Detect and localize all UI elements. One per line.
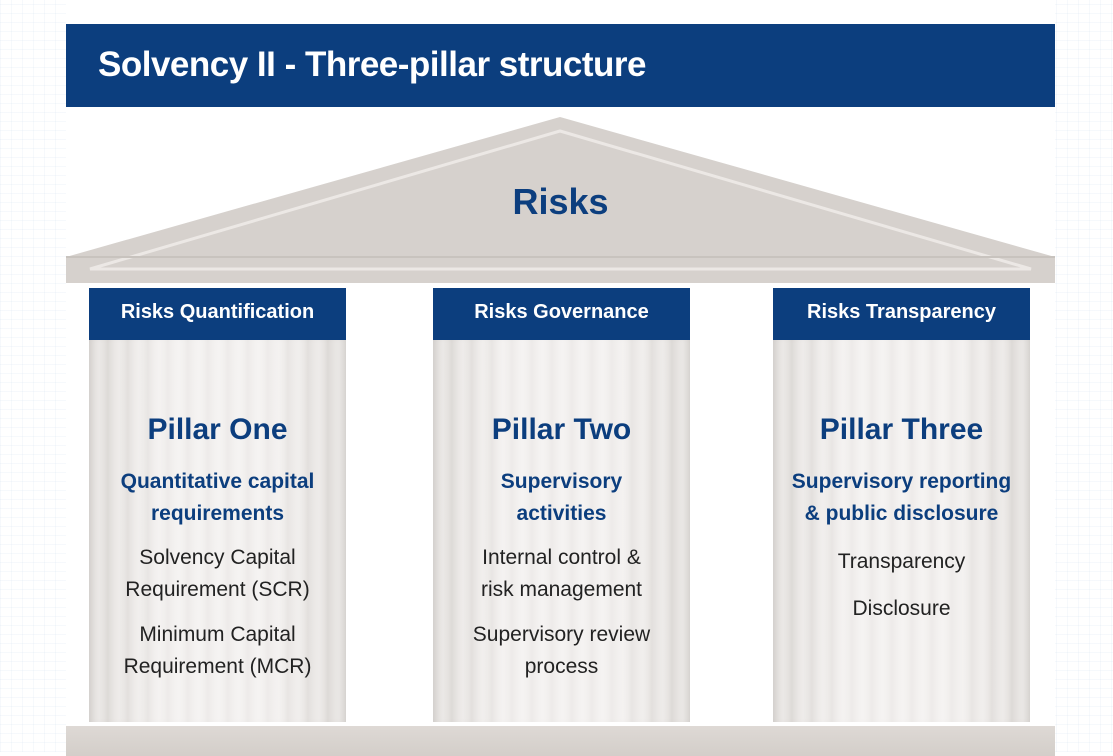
pillar-item-line: Requirement (MCR): [123, 655, 312, 678]
pillar-item-line: Solvency Capital: [139, 546, 296, 569]
pillar-one: Risks Quantification Pillar One Quantita…: [89, 288, 346, 722]
pillar-items: Internal control & risk management Super…: [433, 542, 690, 696]
pillar-three: Risks Transparency Pillar Three Supervis…: [773, 288, 1030, 722]
pillar-title: Pillar Three: [819, 413, 984, 446]
pillar-two: Risks Governance Pillar Two Supervisory …: [433, 288, 690, 722]
pillar-item: Minimum Capital Requirement (MCR): [89, 619, 346, 683]
pillar-item: Supervisory review process: [433, 619, 690, 683]
pillar-item-line: Disclosure: [852, 597, 951, 620]
pillar-item-line: risk management: [480, 578, 643, 601]
roof-inner-outline: [89, 129, 1032, 271]
pillar-header: Risks Transparency: [773, 288, 1030, 340]
title-bar: Solvency II - Three-pillar structure: [66, 24, 1055, 107]
pillar-shaft: Pillar Two Supervisory activities Intern…: [433, 340, 690, 722]
roof-pediment: [66, 117, 1055, 283]
pillar-subtitle: Supervisory activities: [433, 466, 690, 530]
pillar-header: Risks Governance: [433, 288, 690, 340]
pillar-shaft-shade: [89, 340, 346, 722]
pillar-subtitle-line: activities: [516, 502, 607, 525]
pillar-subtitle-line: requirements: [150, 502, 285, 525]
pillar-item: Internal control & risk management: [433, 542, 690, 606]
pillar-items: Solvency Capital Requirement (SCR) Minim…: [89, 542, 346, 696]
pillar-subtitle-line: & public disclosure: [804, 502, 999, 525]
pillar-shaft-shade: [773, 340, 1030, 722]
pillar-item-line: Requirement (SCR): [125, 578, 310, 601]
pillar-item: Solvency Capital Requirement (SCR): [89, 542, 346, 606]
page-title: Solvency II - Three-pillar structure: [98, 45, 647, 84]
temple-base: [66, 726, 1055, 756]
pillar-item: Disclosure: [773, 593, 1030, 625]
pillar-item-line: Supervisory review: [472, 623, 651, 646]
pillar-item-line: process: [524, 655, 599, 678]
pillar-subtitle-line: Supervisory reporting: [791, 470, 1012, 493]
pillar-items: Transparency Disclosure: [773, 546, 1030, 640]
pillar-subtitle-line: Quantitative capital: [120, 470, 315, 493]
pillar-item: Transparency: [773, 546, 1030, 578]
pillar-shaft: Pillar Three Supervisory reporting & pub…: [773, 340, 1030, 722]
pillar-subtitle-line: Supervisory: [500, 470, 623, 493]
pillar-item-line: Transparency: [837, 550, 966, 573]
pillar-title: Pillar One: [147, 413, 288, 446]
temple-roof: [66, 117, 1055, 283]
pillar-shaft-shade: [433, 340, 690, 722]
pillar-header: Risks Quantification: [89, 288, 346, 340]
pillar-shaft: Pillar One Quantitative capital requirem…: [89, 340, 346, 722]
pillar-subtitle: Quantitative capital requirements: [89, 466, 346, 530]
pillar-item-line: Minimum Capital: [139, 623, 296, 646]
pillar-title: Pillar Two: [491, 413, 632, 446]
roof-label: Risks: [512, 181, 609, 222]
pillar-subtitle: Supervisory reporting & public disclosur…: [773, 466, 1030, 530]
pillar-item-line: Internal control &: [482, 546, 641, 569]
